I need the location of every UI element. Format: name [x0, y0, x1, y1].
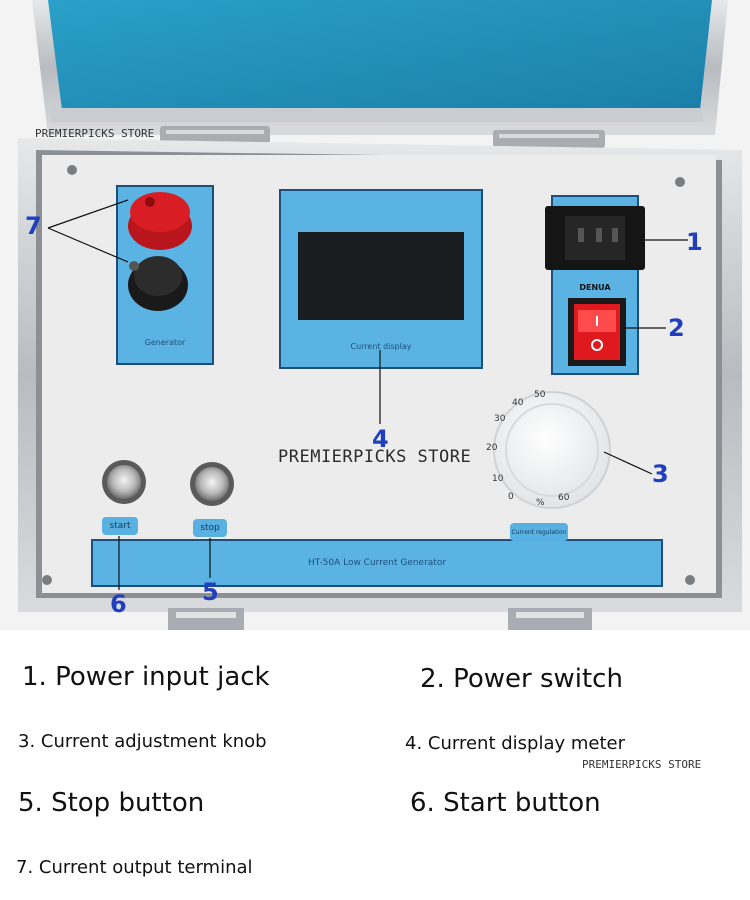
product-photo: PREMIERPICKS STORE Generator Current dis…	[0, 0, 750, 630]
callout-2: 2	[668, 314, 685, 342]
latch-left	[168, 608, 244, 630]
callout-5: 5	[202, 578, 219, 606]
caption-display-meter: 4. Current display meter	[405, 733, 625, 754]
lcd-screen	[298, 232, 464, 320]
callout-lines	[47, 199, 688, 590]
dial-tick: %	[536, 498, 545, 508]
start-label-tag: start	[102, 517, 138, 535]
dial-tick: 60	[558, 493, 570, 503]
feature-captions: 1. Power input jack 2. Power switch 3. C…	[0, 630, 750, 900]
callout-1: 1	[686, 228, 703, 256]
device-illustration	[18, 0, 742, 630]
terminal-label: Generator	[144, 338, 186, 347]
caption-power-input-jack: 1. Power input jack	[22, 662, 270, 692]
caption-stop-button: 5. Stop button	[18, 788, 205, 818]
stop-button-graphic	[190, 462, 234, 506]
model-label: HT-50A Low Current Generator	[307, 558, 447, 568]
stop-label-tag: stop	[193, 519, 227, 537]
model-strip	[91, 539, 663, 587]
dial-tick: 40	[512, 398, 524, 408]
caption-output-terminal: 7. Current output terminal	[16, 857, 253, 878]
watermark-captions: PREMIERPICKS STORE	[582, 758, 702, 771]
hinge-right	[493, 130, 605, 148]
hinge-left	[160, 126, 270, 144]
power-panel	[545, 195, 645, 375]
latch-right	[508, 608, 592, 630]
dial-tick: 50	[534, 390, 546, 400]
screw-icon	[675, 177, 685, 187]
current-adjustment-knob	[493, 391, 611, 509]
dial-tick: 0	[508, 492, 514, 502]
callout-4: 4	[372, 425, 389, 453]
callout-6: 6	[110, 590, 127, 618]
current-display-meter	[279, 189, 483, 369]
display-label: Current display	[350, 342, 412, 351]
caption-start-button: 6. Start button	[410, 788, 601, 818]
knob-label-tag: Current regulation	[510, 523, 568, 541]
watermark-center: PREMIERPICKS STORE	[278, 447, 472, 467]
screw-icon	[42, 575, 52, 585]
caption-adjustment-knob: 3. Current adjustment knob	[18, 731, 267, 752]
dial-tick: 30	[494, 414, 506, 424]
callout-7: 7	[25, 212, 42, 240]
callout-3: 3	[652, 460, 669, 488]
switch-label: DENUA	[579, 283, 611, 292]
screw-icon	[685, 575, 695, 585]
output-terminal-panel	[116, 185, 214, 365]
screw-icon	[67, 165, 77, 175]
caption-power-switch: 2. Power switch	[420, 664, 623, 694]
dial-tick: 10	[492, 474, 504, 484]
dial-tick: 20	[486, 443, 498, 453]
case-lid	[32, 0, 728, 135]
watermark-top: PREMIERPICKS STORE	[35, 127, 155, 140]
start-button-graphic	[102, 460, 146, 504]
